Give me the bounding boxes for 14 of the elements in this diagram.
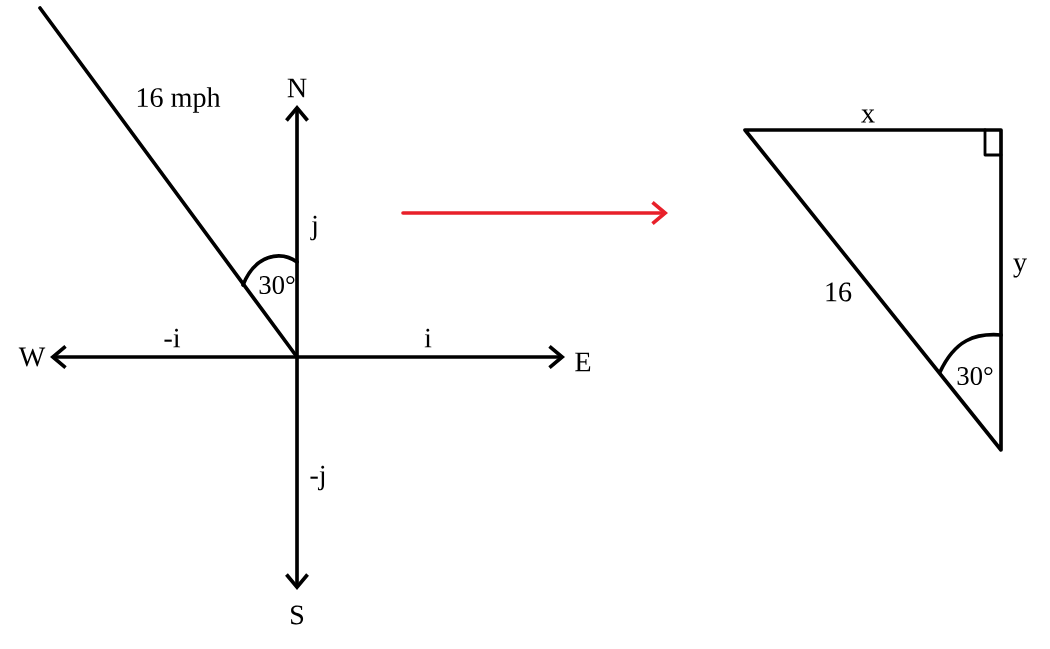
angle-label: 30°	[259, 276, 295, 294]
direction-label: W	[18, 347, 46, 367]
side-label: x	[861, 109, 875, 123]
direction-label: N	[287, 78, 307, 98]
side-label: y	[1013, 258, 1027, 278]
axis-label: j	[310, 215, 317, 241]
angle-label: 30°	[957, 367, 993, 385]
axis-label: -i	[164, 328, 181, 348]
speed-label: 16 mph	[137, 87, 221, 113]
direction-label: S	[291, 605, 304, 625]
side-label: 16	[826, 282, 852, 302]
axis-label: -j	[310, 465, 325, 491]
direction-label: E	[575, 352, 591, 372]
axis-label: i	[424, 328, 432, 348]
